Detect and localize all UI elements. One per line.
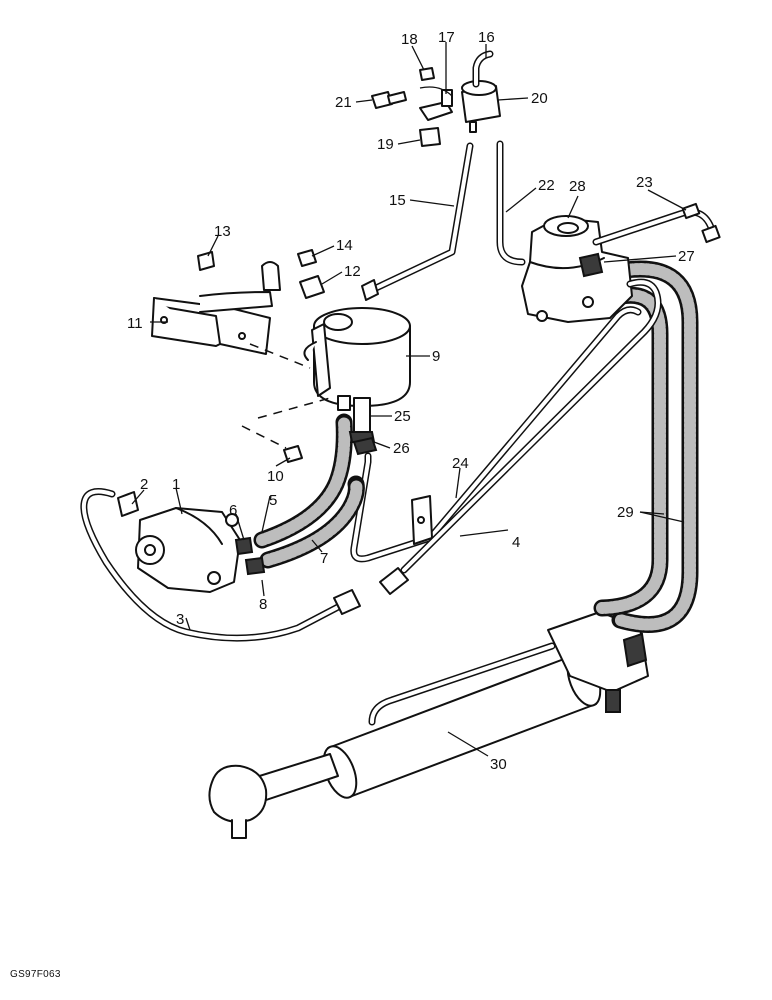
pipe-15 [361,142,474,301]
callout-9: 9 [432,348,440,365]
callout-20: 20 [531,90,548,107]
pipe-4 [379,278,662,595]
callout-21: 21 [335,94,352,111]
callout-26: 26 [393,440,410,457]
callout-5: 5 [269,492,277,509]
hoses-5-7 [253,413,365,569]
callout-22: 22 [538,177,555,194]
callout-6: 6 [229,502,237,519]
pipe-3 [80,488,361,642]
callout-labels: 1 2 3 4 5 6 7 8 9 10 11 12 13 14 15 16 1… [127,29,695,773]
callout-2: 2 [140,476,148,493]
bolts-and-fittings [197,249,378,463]
callout-18: 18 [401,31,418,48]
callout-28: 28 [569,178,586,195]
figure-code: GS97F063 [10,969,61,980]
steering-cylinder [208,611,649,839]
hydraulic-pump [117,491,266,593]
callout-16: 16 [478,29,495,46]
callout-11: 11 [127,315,143,332]
callout-25: 25 [394,408,411,425]
pipe-24 [350,306,642,563]
callout-24: 24 [452,455,469,472]
callout-17: 17 [438,29,455,46]
pipes-22-23 [496,140,721,266]
callout-13: 13 [214,223,231,240]
filter-assembly [371,50,501,147]
oil-reservoir [303,307,411,443]
callout-23: 23 [636,174,653,191]
steering-valve [521,215,633,323]
callout-10: 10 [267,468,284,485]
callout-27: 27 [678,248,695,265]
callout-19: 19 [377,136,394,153]
callout-30: 30 [490,756,507,773]
callout-1: 1 [172,476,180,493]
callout-4: 4 [512,534,520,551]
callout-3: 3 [176,611,184,628]
callout-12: 12 [344,263,361,280]
callout-15: 15 [389,192,406,209]
callout-29: 29 [617,504,634,521]
mounting-bracket [151,261,281,355]
callout-14: 14 [336,237,353,254]
hoses-29 [593,260,699,633]
assembly-dashed-lines [241,343,331,449]
callout-8: 8 [259,596,267,613]
leader-lines [131,42,687,757]
callout-7: 7 [320,550,328,567]
